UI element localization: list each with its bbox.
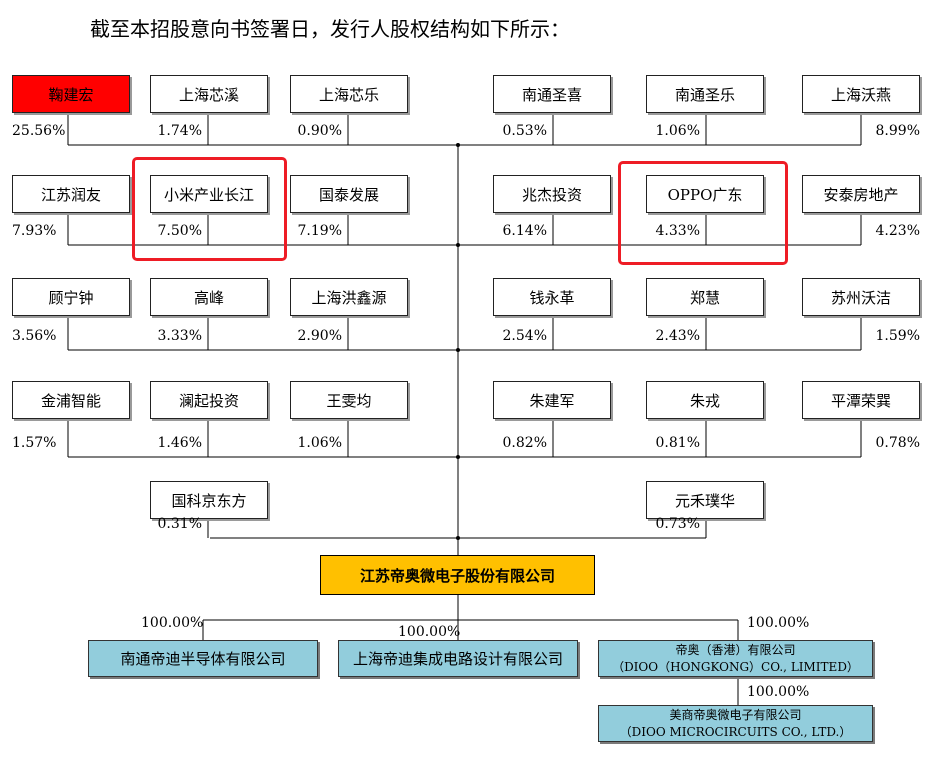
shareholder-pct: 0.81% <box>655 435 700 451</box>
shareholder-pct: 1.46% <box>157 435 202 451</box>
shareholder-pct: 25.56% <box>12 123 66 139</box>
shareholder-box: 王雯均 <box>290 381 408 419</box>
shareholder-pct: 8.99% <box>875 123 920 139</box>
shareholder-box: 朱戎 <box>646 381 764 419</box>
shareholder-pct: 7.50% <box>157 223 202 239</box>
shareholder-box: 南通圣乐 <box>646 75 764 113</box>
shareholder-name: 国泰发展 <box>318 185 379 204</box>
shareholder-box: 高峰 <box>150 278 268 316</box>
shareholder-name: 王雯均 <box>326 391 372 410</box>
shareholder-name: 上海洪鑫源 <box>311 288 387 307</box>
shareholder-box: 国泰发展 <box>290 175 408 213</box>
shareholder-pct: 1.59% <box>875 328 920 344</box>
shareholder-name: 上海沃燕 <box>830 85 891 104</box>
shareholder-name: 元禾璞华 <box>674 491 735 510</box>
sub-subsidiary-pct: 100.00% <box>747 684 810 700</box>
shareholder-name: 郑慧 <box>689 288 720 307</box>
shareholder-name: 安泰房地产 <box>823 185 899 204</box>
subsidiary-box: 帝奥（香港）有限公司 （DIOO（HONGKONG）CO., LIMITED） <box>598 640 873 677</box>
shareholder-box: 苏州沃洁 <box>802 278 920 316</box>
subsidiary-pct: 100.00% <box>141 615 204 631</box>
shareholder-name: 鞠建宏 <box>48 85 94 104</box>
shareholder-box: OPPO广东 <box>646 175 764 213</box>
shareholder-name: 上海芯乐 <box>318 85 379 104</box>
shareholder-box: 朱建军 <box>493 381 611 419</box>
subsidiary-box: 南通帝迪半导体有限公司 <box>88 640 318 677</box>
shareholder-name: 上海芯溪 <box>178 85 239 104</box>
shareholder-pct: 0.53% <box>502 123 547 139</box>
shareholder-box: 南通圣喜 <box>493 75 611 113</box>
sub-subsidiary-box: 美商帝奥微电子有限公司 （DIOO MICROCIRCUITS CO., LTD… <box>598 705 873 742</box>
shareholder-pct: 0.73% <box>655 516 700 532</box>
shareholder-pct: 2.54% <box>502 328 547 344</box>
sub-subsidiary-name: 美商帝奥微电子有限公司 <box>669 707 802 722</box>
shareholder-name: 顾宁钟 <box>48 288 94 307</box>
shareholder-pct: 6.14% <box>502 223 547 239</box>
shareholder-name: 南通圣乐 <box>674 85 735 104</box>
shareholder-name: 江苏润友 <box>40 185 101 204</box>
shareholder-name: 高峰 <box>193 288 224 307</box>
shareholder-name: 钱永革 <box>529 288 575 307</box>
shareholder-name: 朱建军 <box>529 391 575 410</box>
shareholder-box: 上海芯溪 <box>150 75 268 113</box>
shareholder-pct: 1.57% <box>12 435 57 451</box>
shareholder-name: 澜起投资 <box>178 391 239 410</box>
shareholder-box: 鞠建宏 <box>12 75 130 113</box>
shareholder-pct: 0.78% <box>875 435 920 451</box>
shareholder-name: 苏州沃洁 <box>830 288 891 307</box>
subsidiary-pct: 100.00% <box>747 615 810 631</box>
shareholder-box: 上海洪鑫源 <box>290 278 408 316</box>
shareholder-name: 平潭荣巽 <box>830 391 891 410</box>
shareholder-box: 江苏润友 <box>12 175 130 213</box>
shareholder-box: 国科京东方 <box>150 481 268 519</box>
highlight-frame <box>132 157 287 261</box>
subsidiary-box: 上海帝迪集成电路设计有限公司 <box>338 640 578 677</box>
subsidiary-name-en: （DIOO（HONGKONG）CO., LIMITED） <box>612 659 859 674</box>
shareholder-pct: 3.33% <box>157 328 202 344</box>
shareholder-box: 金浦智能 <box>12 381 130 419</box>
shareholder-pct: 0.82% <box>502 435 547 451</box>
shareholder-pct: 4.33% <box>655 223 700 239</box>
shareholder-box: 小米产业长江 <box>150 175 268 213</box>
shareholder-box: 郑慧 <box>646 278 764 316</box>
shareholder-pct: 1.74% <box>157 123 202 139</box>
shareholder-box: 上海芯乐 <box>290 75 408 113</box>
shareholder-pct: 0.31% <box>157 516 202 532</box>
shareholder-name: 国科京东方 <box>171 491 247 510</box>
shareholder-box: 上海沃燕 <box>802 75 920 113</box>
subsidiary-pct: 100.00% <box>398 624 461 640</box>
shareholder-pct: 0.90% <box>297 123 342 139</box>
shareholder-box: 平潭荣巽 <box>802 381 920 419</box>
shareholder-pct: 7.19% <box>297 223 342 239</box>
shareholder-name: 朱戎 <box>689 391 720 410</box>
shareholder-pct: 3.56% <box>12 328 57 344</box>
shareholder-box: 钱永革 <box>493 278 611 316</box>
shareholder-box: 元禾璞华 <box>646 481 764 519</box>
shareholder-pct: 1.06% <box>297 435 342 451</box>
shareholder-box: 兆杰投资 <box>493 175 611 213</box>
highlight-frame <box>618 161 788 265</box>
shareholder-name: 金浦智能 <box>40 391 101 410</box>
shareholder-name: 兆杰投资 <box>521 185 582 204</box>
shareholder-pct: 1.06% <box>655 123 700 139</box>
subsidiary-name: 南通帝迪半导体有限公司 <box>120 650 286 668</box>
shareholder-pct: 7.93% <box>12 223 57 239</box>
shareholder-pct: 4.23% <box>875 223 920 239</box>
shareholder-name: OPPO广东 <box>667 185 743 204</box>
shareholder-box: 澜起投资 <box>150 381 268 419</box>
issuer-name: 江苏帝奥微电子股份有限公司 <box>359 566 555 585</box>
subsidiary-name: 帝奥（香港）有限公司 <box>675 642 796 657</box>
shareholder-pct: 2.90% <box>297 328 342 344</box>
shareholder-name: 南通圣喜 <box>521 85 582 104</box>
issuer-box: 江苏帝奥微电子股份有限公司 <box>320 555 595 595</box>
shareholder-box: 顾宁钟 <box>12 278 130 316</box>
sub-subsidiary-name-en: （DIOO MICROCIRCUITS CO., LTD.） <box>619 724 852 739</box>
shareholder-name: 小米产业长江 <box>163 185 254 204</box>
subsidiary-name: 上海帝迪集成电路设计有限公司 <box>352 650 563 668</box>
shareholder-pct: 2.43% <box>655 328 700 344</box>
intro-text: 截至本招股意向书签署日，发行人股权结构如下所示： <box>90 17 570 41</box>
shareholder-box: 安泰房地产 <box>802 175 920 213</box>
